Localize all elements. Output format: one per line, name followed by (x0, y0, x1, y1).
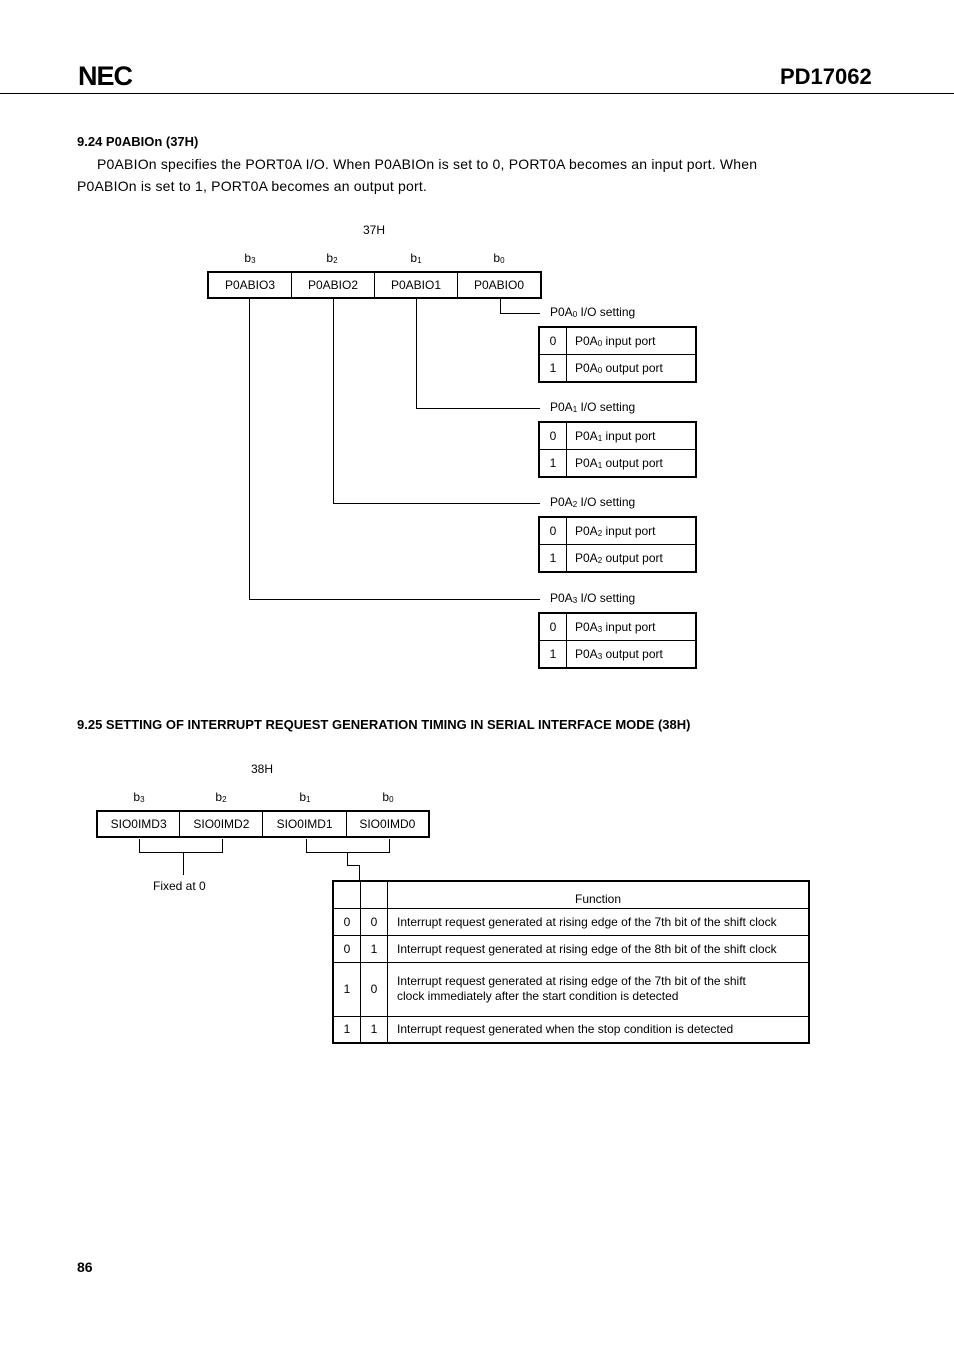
header-cell-empty (360, 880, 388, 909)
register-bit-cell: SIO0IMD0 (345, 810, 430, 838)
option-value: 1 (538, 640, 567, 669)
function-description: Interrupt request generated at rising ed… (387, 934, 810, 963)
table-row: 0 1 Interrupt request generated at risin… (332, 934, 810, 963)
option-value: 0 (538, 612, 567, 641)
section-paragraph-line-2: P0ABIOn is set to 1, PORT0A becomes an o… (77, 178, 428, 194)
option-label: P0A2 output port (566, 544, 697, 573)
table-row: 1 1 Interrupt request generated when the… (332, 1015, 810, 1044)
option-label: P0A1 input port (566, 421, 697, 450)
part-number: PD17062 (780, 64, 872, 89)
option-value: 0 (538, 326, 567, 355)
register-bit-cell: P0ABIO0 (457, 271, 542, 299)
option-value: 1 (538, 544, 567, 573)
option-label: P0A3 output port (566, 640, 697, 669)
bit-label: b2 (326, 251, 338, 265)
function-description-line: clock immediately after the start condit… (397, 989, 679, 1003)
table-row: 0 0 Interrupt request generated at risin… (332, 907, 810, 936)
bit-label: b3 (244, 251, 256, 265)
bit-label: b2 (215, 790, 227, 804)
function-header: Function (387, 880, 810, 909)
bit0-value: 1 (360, 934, 388, 963)
bit1-value: 0 (332, 907, 361, 936)
setting-title: P0A2 I/O setting (550, 495, 636, 509)
register-bit-cell: P0ABIO1 (374, 271, 458, 299)
option-label: P0A3 input port (566, 612, 697, 641)
register-bit-cell: SIO0IMD2 (179, 810, 264, 838)
bit1-value: 1 (332, 961, 361, 1017)
option-value: 1 (538, 449, 567, 478)
function-description-line: Interrupt request generated at rising ed… (397, 974, 746, 988)
bit-label: b3 (133, 790, 145, 804)
option-label: P0A0 output port (566, 354, 697, 383)
section-heading-9-25: 9.25 SETTING OF INTERRUPT REQUEST GENERA… (77, 717, 691, 732)
register-bit-cell: SIO0IMD1 (262, 810, 347, 838)
setting-title: P0A0 I/O setting (550, 305, 636, 319)
section-heading-9-24: 9.24 P0ABIOn (37H) (77, 134, 199, 149)
bit1-value: 1 (332, 1015, 361, 1044)
bit-label: b0 (382, 790, 394, 804)
bit0-value: 0 (360, 961, 388, 1017)
bit-label: b0 (493, 251, 505, 265)
bit-label: b1 (299, 790, 311, 804)
register-bit-cell: P0ABIO2 (291, 271, 375, 299)
function-table: Function 0 0 Interrupt request generated… (332, 880, 810, 1044)
option-label: P0A0 input port (566, 326, 697, 355)
header-cell-empty (332, 880, 361, 909)
function-description: Interrupt request generated at rising ed… (387, 907, 810, 936)
header-rule (0, 93, 954, 94)
option-label: P0A1 output port (566, 449, 697, 478)
register-address: 38H (251, 762, 274, 776)
section-paragraph-line-1: P0ABIOn specifies the PORT0A I/O. When P… (97, 156, 758, 172)
table-row: 1 0 Interrupt request generated at risin… (332, 961, 810, 1017)
bit1-value: 0 (332, 934, 361, 963)
fixed-label: Fixed at 0 (153, 879, 206, 893)
option-label: P0A2 input port (566, 516, 697, 545)
nec-logo: NEC (78, 61, 133, 91)
page-number: 86 (77, 1259, 93, 1275)
register-bit-cell: SIO0IMD3 (96, 810, 181, 838)
function-description: Interrupt request generated when the sto… (387, 1015, 810, 1044)
setting-title: P0A3 I/O setting (550, 591, 636, 605)
bit0-value: 1 (360, 1015, 388, 1044)
option-value: 1 (538, 354, 567, 383)
bit0-value: 0 (360, 907, 388, 936)
function-description: Interrupt request generated at rising ed… (387, 961, 810, 1017)
option-value: 0 (538, 516, 567, 545)
bit-label: b1 (410, 251, 422, 265)
setting-title: P0A1 I/O setting (550, 400, 636, 414)
option-value: 0 (538, 421, 567, 450)
register-address: 37H (363, 223, 386, 237)
register-sio0imd: SIO0IMD3 SIO0IMD2 SIO0IMD1 SIO0IMD0 (96, 810, 430, 838)
register-p0abio: P0ABIO3 P0ABIO2 P0ABIO1 P0ABIO0 (207, 271, 542, 299)
register-bit-cell: P0ABIO3 (207, 271, 292, 299)
